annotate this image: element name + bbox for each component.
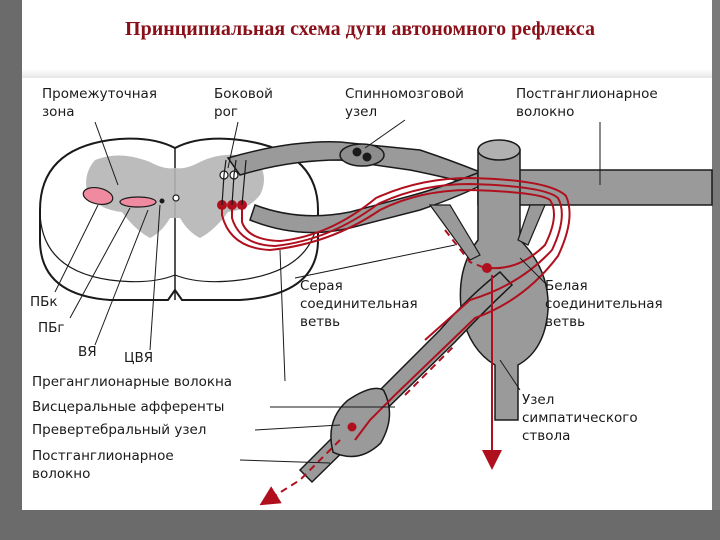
label-spinal-ganglion-1: Спинномозговой: [345, 86, 464, 102]
trunk-ganglion-cell: [482, 263, 492, 273]
leader-lines: [54, 119, 601, 464]
prevertebral-neuron: [347, 422, 357, 432]
label-vya: ВЯ: [78, 344, 97, 360]
slide-title: Принципиальная схема дуги автономного ре…: [125, 18, 595, 40]
lateral-horn-neurons: [217, 159, 247, 210]
grey-ramus: [428, 204, 481, 261]
label-white-ramus-1: Белая: [545, 278, 588, 294]
pbg-nucleus: [119, 196, 157, 208]
slide-header-band: [0, 0, 720, 78]
label-postganglionic-top-1: Постганглионарное: [516, 86, 658, 102]
central-canal-dot: [159, 198, 165, 204]
label-white-ramus-3: ветвь: [545, 314, 585, 330]
slide-bottom-border: [0, 510, 720, 540]
label-sympathetic-trunk-2: симпатического: [522, 410, 638, 426]
label-tsvya: ЦВЯ: [124, 350, 153, 366]
label-lateral-horn-1: Боковой: [214, 86, 273, 102]
label-intermediate-zone-2: зона: [42, 104, 75, 120]
label-grey-ramus-2: соединительная: [300, 296, 418, 312]
slide-left-border: [0, 0, 22, 540]
label-visceral-afferents: Висцеральные афференты: [32, 399, 224, 415]
label-preganglionic-fibers: Преганглионарные волокна: [32, 374, 232, 390]
label-sympathetic-trunk-3: ствола: [522, 428, 570, 444]
white-ramus: [517, 204, 546, 246]
label-sympathetic-trunk-1: Узел: [522, 392, 554, 408]
label-postganglionic-bottom-2: волокно: [32, 466, 90, 482]
slide-right-border: [712, 0, 720, 540]
label-grey-ramus-1: Серая: [300, 278, 343, 294]
label-postganglionic-top-2: волокно: [516, 104, 574, 120]
pbk-nucleus: [82, 186, 114, 206]
label-spinal-ganglion-2: узел: [345, 104, 377, 120]
preganglionic-fibers: [221, 176, 571, 441]
ganglion-cell-1: [352, 147, 362, 157]
label-grey-ramus-3: ветвь: [300, 314, 340, 330]
label-postganglionic-bottom-1: Постганглионарное: [32, 448, 174, 464]
spinal-ganglion: [339, 143, 385, 167]
label-lateral-horn-2: рог: [214, 104, 238, 120]
central-canal: [172, 194, 180, 202]
label-white-ramus-2: соединительная: [545, 296, 663, 312]
label-pbg: ПБг: [38, 320, 65, 336]
prevertebral-ganglion: [330, 387, 391, 458]
label-prevertebral-ganglion: Превертебральный узел: [32, 422, 206, 438]
labels: Промежуточная зона Боковой рог Спинномоз…: [30, 86, 663, 482]
afferent-fibers: [259, 229, 486, 506]
ganglion-cell-2: [362, 152, 372, 162]
label-pbk: ПБк: [30, 294, 58, 310]
label-intermediate-zone-1: Промежуточная: [42, 86, 157, 102]
